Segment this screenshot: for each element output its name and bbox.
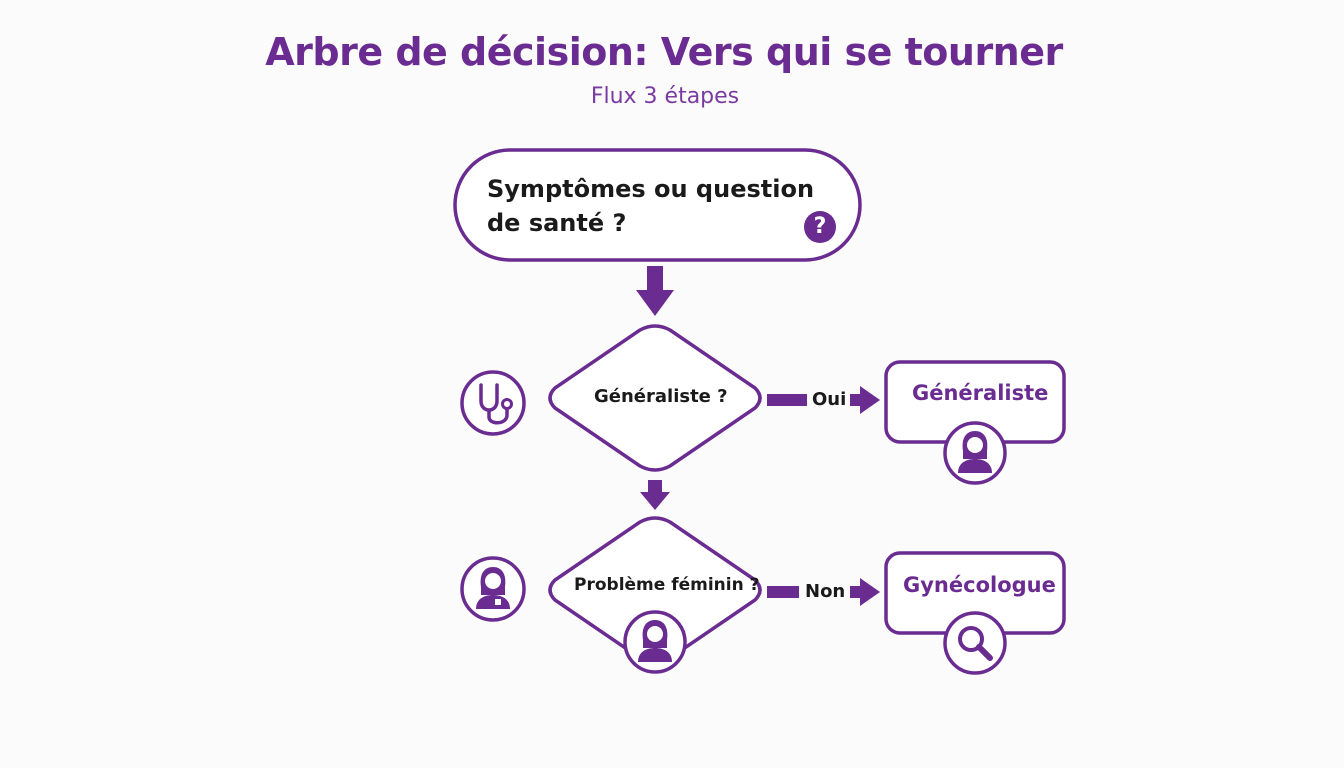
page-subtitle: Flux 3 étapes	[590, 84, 740, 109]
female-doctor-icon	[460, 556, 526, 622]
arrow-oui	[767, 386, 880, 414]
woman-icon	[623, 610, 687, 674]
arrow-down-2	[640, 480, 670, 510]
arrow-non	[767, 578, 880, 606]
magnifier-icon	[943, 611, 1007, 675]
decision-node-1	[548, 324, 762, 472]
start-label-line1: Symptômes ou question	[487, 175, 815, 203]
result-1-woman-icon	[943, 421, 1007, 485]
result-2-label: Gynécologue	[903, 573, 1056, 597]
arrow-down-1	[636, 266, 674, 316]
stethoscope-icon	[460, 370, 526, 436]
result-1-label: Généraliste	[912, 381, 1049, 405]
question-icon: ?	[804, 211, 836, 243]
start-label: Symptômes ou question de santé ?	[487, 172, 814, 240]
decision-1-label: Généraliste ?	[594, 386, 728, 407]
branch-non-label: Non	[805, 581, 846, 602]
decision-2-label: Problème féminin ?	[574, 575, 760, 595]
start-label-line2: de santé ?	[487, 209, 627, 237]
page-title: Arbre de décision: Vers qui se tourner	[265, 30, 1063, 74]
branch-oui-label: Oui	[812, 389, 847, 410]
start-node	[453, 148, 862, 262]
